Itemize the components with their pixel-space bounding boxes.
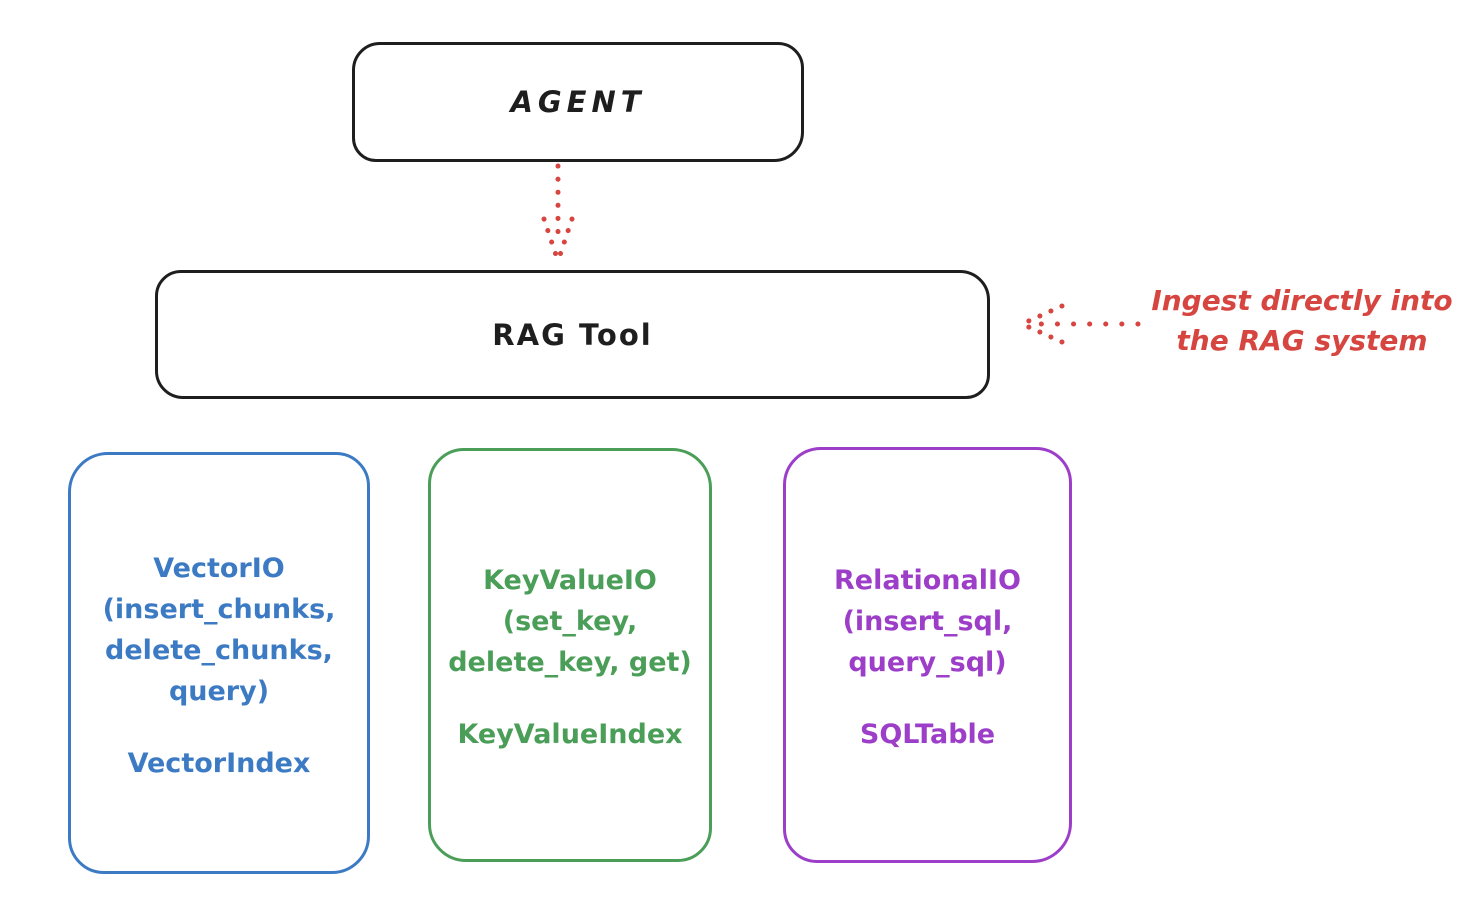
agent-label: AGENT [510, 85, 646, 119]
vector-io-box: VectorIO (insert_chunks, delete_chunks, … [68, 452, 370, 874]
rag-tool-label: RAG Tool [492, 317, 653, 352]
vector-index-label: VectorIndex [127, 747, 311, 779]
relational-io-box: RelationalIO (insert_sql, query_sql) SQL… [783, 447, 1072, 863]
ingest-annotation-label: Ingest directly into the RAG system [1151, 284, 1453, 357]
vector-io-api-text: VectorIO (insert_chunks, delete_chunks, … [102, 552, 336, 707]
agent-box: AGENT [352, 42, 804, 162]
sql-table-label: SQLTable [859, 719, 996, 750]
relational-io-api-text: RelationalIO (insert_sql, query_sql) [834, 565, 1021, 678]
keyvalue-io-api-text: KeyValueIO (set_key, delete_key, get) [448, 565, 692, 678]
keyvalue-index-label: KeyValueIndex [457, 719, 683, 750]
dotted-arrow-down-icon [541, 163, 575, 258]
keyvalue-io-box: KeyValueIO (set_key, delete_key, get) Ke… [428, 448, 712, 862]
dotted-arrow-left-icon [1019, 303, 1141, 345]
rag-tool-box: RAG Tool [155, 270, 990, 399]
